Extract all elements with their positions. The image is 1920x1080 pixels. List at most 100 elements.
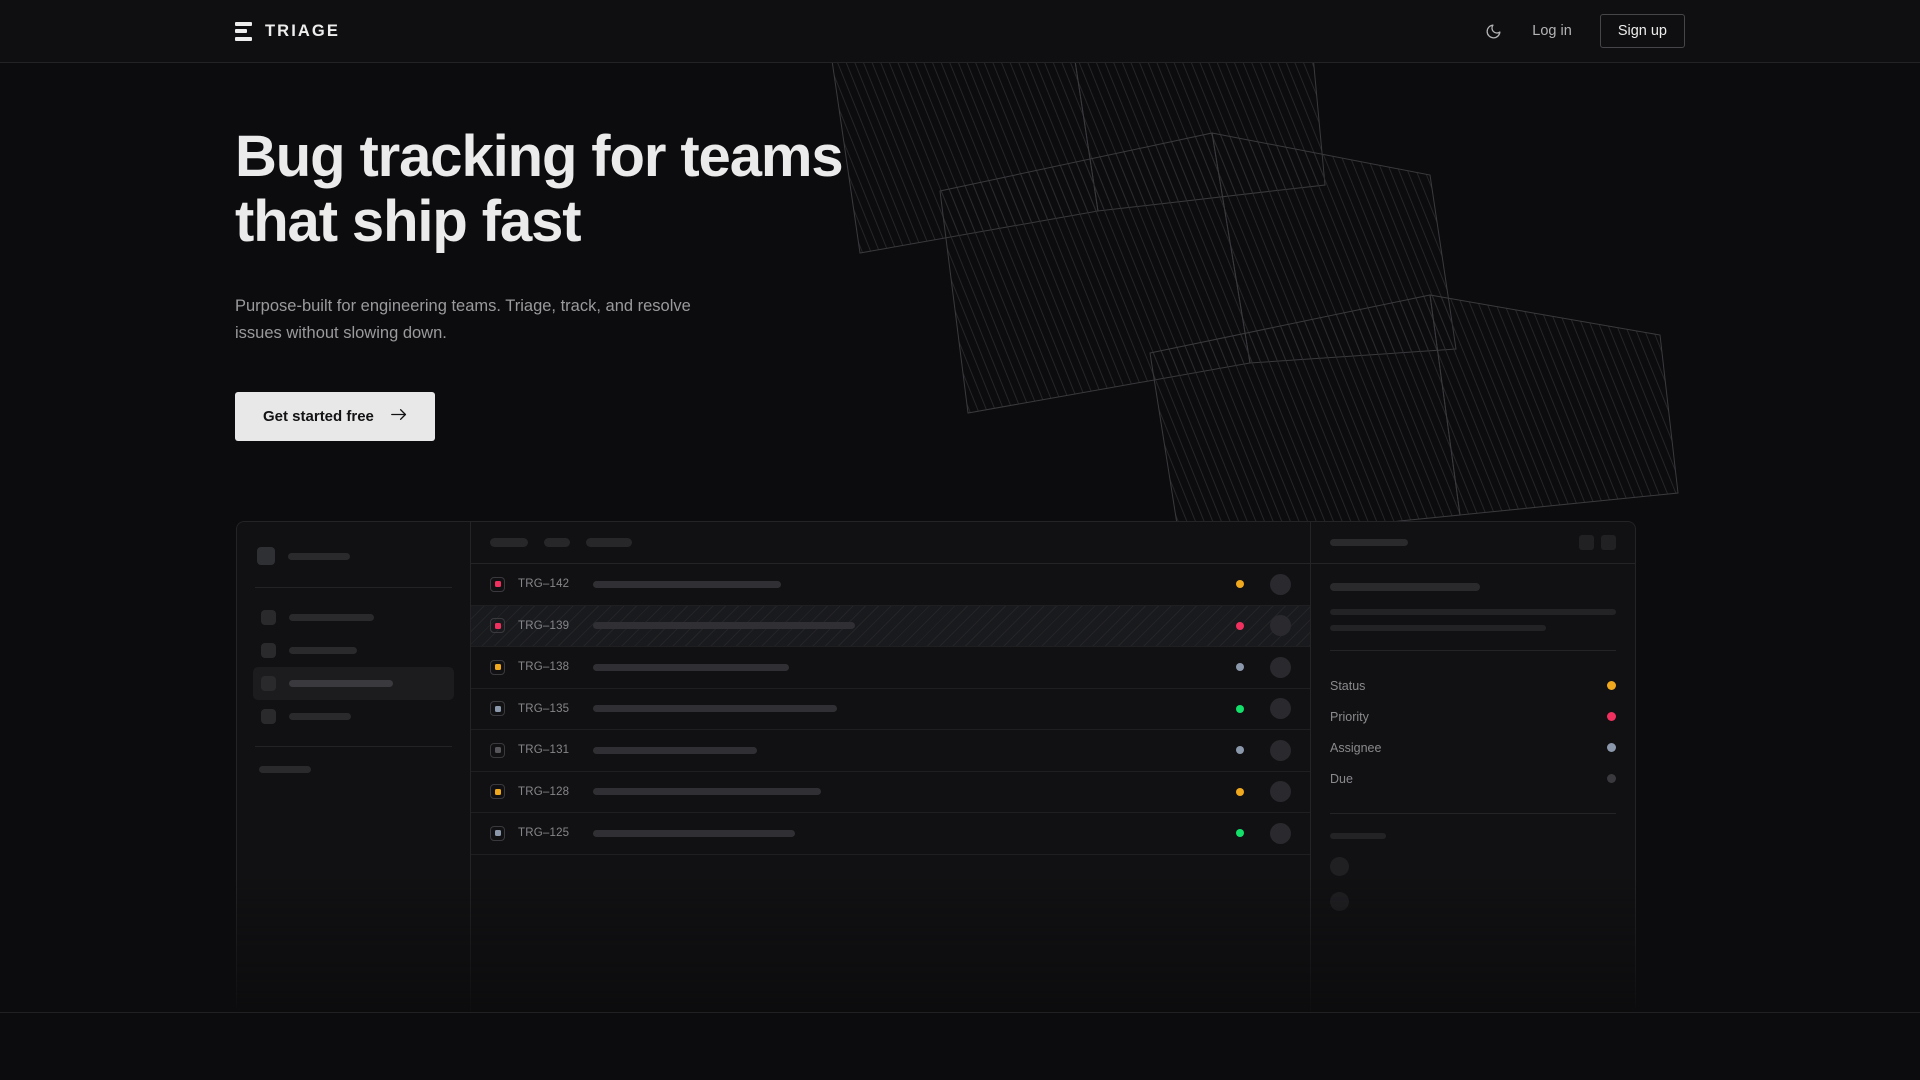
detail-meta-value-dot <box>1607 712 1616 721</box>
issue-title-placeholder <box>593 829 795 837</box>
priority-icon <box>490 784 505 800</box>
moon-icon[interactable] <box>1482 20 1504 42</box>
sidebar-item-label-placeholder <box>289 614 374 621</box>
status-badge <box>1236 663 1244 672</box>
toolbar-filter-2[interactable] <box>544 538 570 547</box>
issue-title-placeholder <box>593 663 789 671</box>
issue-id: TRG–135 <box>518 702 570 715</box>
table-row[interactable]: TRG–139 <box>471 605 1310 647</box>
table-row[interactable]: TRG–128 <box>471 772 1310 813</box>
detail-header-actions <box>1579 535 1616 550</box>
detail-meta-value-dot <box>1607 743 1616 752</box>
issue-title-placeholder <box>593 746 757 754</box>
avatar <box>1270 615 1291 637</box>
signup-button[interactable]: Sign up <box>1599 14 1685 48</box>
toolbar-filter-3[interactable] <box>586 538 632 547</box>
detail-meta-label: Priority <box>1330 709 1369 724</box>
hero-heading-line-2: that ship fast <box>235 188 582 254</box>
table-row[interactable]: TRG–138 <box>471 647 1310 689</box>
detail-meta-value-dot <box>1607 774 1616 783</box>
sidebar-divider-bottom <box>255 746 452 747</box>
hero-heading-line-1: Bug tracking for teams <box>235 124 844 189</box>
status-badge <box>1236 829 1244 838</box>
stacked-bars-logo-icon <box>235 21 252 41</box>
sidebar-sub-item-3[interactable] <box>253 823 454 847</box>
issue-title-placeholder <box>593 580 781 588</box>
detail-divider-top <box>1330 650 1616 651</box>
issue-id: TRG–139 <box>518 619 570 632</box>
priority-icon <box>490 825 505 841</box>
sidebar-item-2[interactable] <box>253 634 454 667</box>
avatar <box>1270 698 1291 720</box>
sidebar-item-icon <box>261 676 276 691</box>
priority-icon <box>490 618 505 634</box>
issue-id: TRG–138 <box>518 661 570 674</box>
issue-title-placeholder <box>593 622 855 630</box>
brand-name: TRIAGE <box>265 21 340 40</box>
sidebar-item-4[interactable] <box>253 700 454 733</box>
detail-meta-row[interactable]: Assignee <box>1330 732 1616 763</box>
sidebar-divider-top <box>255 587 452 588</box>
detail-divider-bottom <box>1330 813 1616 814</box>
hero-section: Bug tracking for teams that ship fast Pu… <box>235 63 1135 442</box>
table-row[interactable]: TRG–125 <box>471 813 1310 855</box>
detail-action-button-1[interactable] <box>1579 535 1594 550</box>
get-started-button[interactable]: Get started free <box>235 392 435 442</box>
workspace-name-placeholder <box>288 552 350 560</box>
page-title: Bug tracking for teams that ship fast <box>235 124 1135 255</box>
issue-id: TRG–131 <box>518 744 570 757</box>
sidebar-sub-item-1[interactable] <box>253 775 454 799</box>
status-badge <box>1236 704 1244 713</box>
header-nav: Log in Sign up <box>1482 14 1685 48</box>
status-badge <box>1236 787 1244 796</box>
detail-title-placeholder <box>1330 539 1408 546</box>
detail-action-button-2[interactable] <box>1601 535 1616 550</box>
priority-icon <box>490 742 505 758</box>
table-row[interactable]: TRG–135 <box>471 689 1310 730</box>
detail-meta-row[interactable]: Due <box>1330 763 1616 794</box>
detail-meta-value-dot <box>1607 681 1616 690</box>
detail-activity-item-2 <box>1330 892 1616 911</box>
detail-activity-item-1 <box>1330 857 1616 876</box>
detail-body-line-1 <box>1330 609 1616 615</box>
priority-icon <box>490 701 505 717</box>
mockup-sidebar <box>237 522 471 1012</box>
issue-id: TRG–125 <box>518 827 570 840</box>
detail-body-line-2 <box>1330 625 1546 631</box>
sidebar-item-icon <box>261 643 276 658</box>
issue-title-placeholder <box>593 705 837 713</box>
avatar <box>1330 857 1349 876</box>
sidebar-item-label-placeholder <box>289 680 393 687</box>
detail-meta-label: Due <box>1330 771 1353 786</box>
avatar <box>1270 656 1291 678</box>
avatar <box>1330 892 1349 911</box>
site-header: TRIAGE Log in Sign up <box>0 0 1920 63</box>
table-row[interactable]: TRG–142 <box>471 564 1310 606</box>
avatar <box>1270 822 1291 844</box>
brand-logo[interactable]: TRIAGE <box>235 21 340 41</box>
detail-activity-label-placeholder <box>1330 833 1386 839</box>
issue-id: TRG–142 <box>518 578 570 591</box>
detail-meta-row[interactable]: Status <box>1330 670 1616 701</box>
toolbar-filter-1[interactable] <box>490 538 528 547</box>
workspace-switcher[interactable] <box>253 538 454 574</box>
status-badge <box>1236 621 1244 630</box>
detail-meta-label: Status <box>1330 678 1366 693</box>
sidebar-item-icon <box>261 610 276 625</box>
priority-icon <box>490 576 505 592</box>
sidebar-item-label-placeholder <box>289 647 357 654</box>
hero-subtext: Purpose-built for engineering teams. Tri… <box>235 296 691 342</box>
table-row[interactable]: TRG–131 <box>471 730 1310 772</box>
sidebar-sub-item-2[interactable] <box>253 799 454 823</box>
sidebar-item-1[interactable] <box>253 601 454 634</box>
sidebar-item-3-active[interactable] <box>253 667 454 700</box>
detail-meta-label: Assignee <box>1330 740 1382 755</box>
login-link[interactable]: Log in <box>1532 23 1572 39</box>
detail-meta-row[interactable]: Priority <box>1330 701 1616 732</box>
workspace-avatar-icon <box>257 547 275 565</box>
